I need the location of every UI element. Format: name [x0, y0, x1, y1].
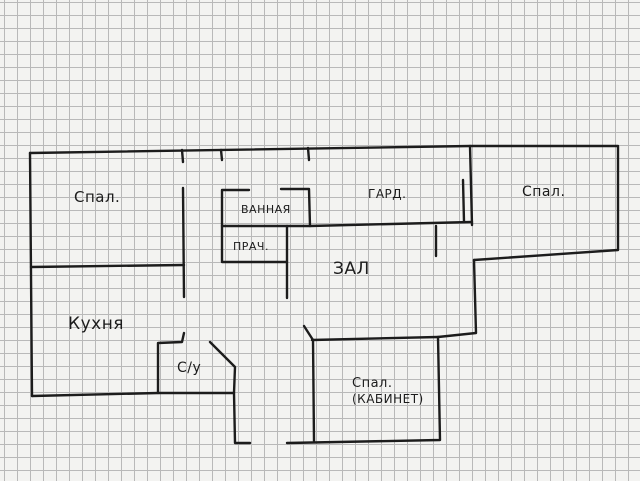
room-label-study-bedroom: Спал. [352, 376, 392, 391]
wall-wc-right [208, 340, 237, 395]
wall-left [28, 151, 34, 398]
wall-bottom-left [30, 391, 252, 445]
room-label-study-note: (КАБИНЕТ) [352, 392, 424, 406]
wall-wardrobe-right [461, 178, 466, 224]
room-label-kitchen: Кухня [68, 314, 124, 334]
wall-bedroom-right [468, 144, 474, 227]
room-label-bedroom-left: Спал. [74, 188, 120, 206]
room-label-bathroom: ВАННАЯ [241, 203, 291, 216]
walls [28, 144, 620, 445]
room-label-laundry: ПРАЧ. [233, 240, 269, 253]
wall-partition-mid-top [219, 148, 224, 162]
room-label-hall: ЗАЛ [333, 259, 370, 279]
room-label-bedroom-right: Спал. [522, 184, 565, 200]
wall-partition-left-top [180, 148, 185, 164]
wall-top [28, 144, 620, 262]
room-label-wardrobe: ГАРД. [368, 187, 406, 201]
wall-bottom-right [285, 258, 478, 445]
wall-partition-mid2-top [306, 146, 311, 162]
wall-bath-right [220, 187, 312, 228]
wall-study-top [310, 335, 440, 342]
room-labels: Спал. Кухня С/у ВАННАЯ ПРАЧ. ЗАЛ ГАРД. С… [68, 184, 565, 406]
wall-bedroom-kitchen [29, 263, 186, 269]
wall-partition-left [181, 186, 186, 299]
wall-study-left [311, 338, 316, 443]
room-label-wc: С/у [177, 360, 201, 376]
wall-study-door [302, 324, 315, 342]
wall-wardrobe [308, 220, 474, 228]
wall-wc [156, 331, 186, 395]
